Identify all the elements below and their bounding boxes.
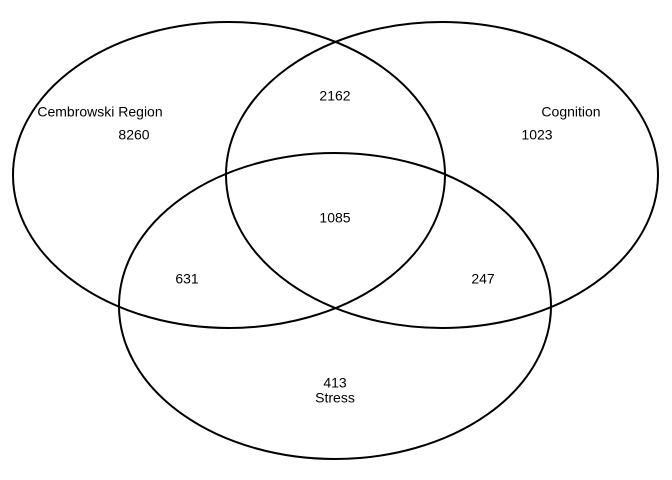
cembrowski-stress-count: 631 [175, 271, 199, 287]
cembrowski-only-count: 8260 [118, 127, 149, 143]
cembrowski-cognition-count: 2162 [319, 88, 350, 104]
stress-label: Stress [315, 390, 355, 406]
cembrowski-region-label: Cembrowski Region [37, 104, 162, 120]
cognition-stress-count: 247 [471, 271, 495, 287]
all-three-count: 1085 [319, 210, 350, 226]
cognition-circle [225, 21, 659, 329]
cognition-only-count: 1023 [521, 127, 552, 143]
stress-only-count: 413 [323, 375, 347, 391]
stress-circle [118, 152, 552, 460]
cognition-label: Cognition [541, 104, 600, 120]
